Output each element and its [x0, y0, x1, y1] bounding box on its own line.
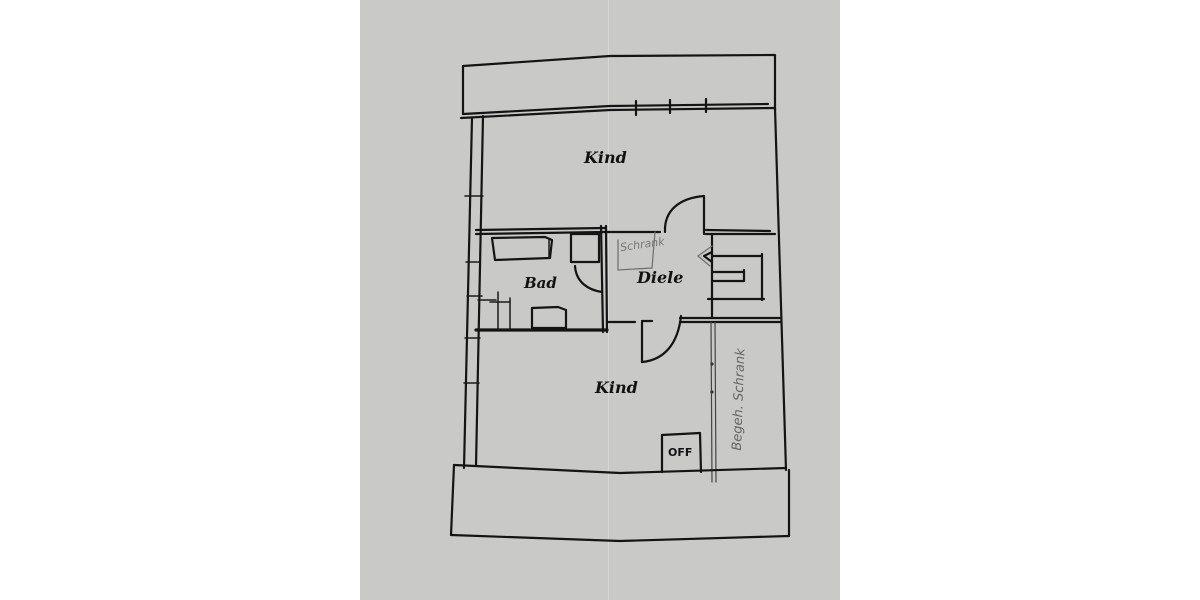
schrank-outline — [617, 231, 656, 271]
room-label-diele: Diele — [637, 268, 684, 287]
room-label-kind-bottom: Kind — [595, 378, 638, 397]
bottom-roof-band — [449, 463, 791, 543]
upper-partition — [474, 226, 777, 236]
off-box-label: OFF — [668, 446, 693, 459]
stair-arrow-icon — [702, 250, 714, 264]
lower-partition — [605, 316, 782, 324]
room-label-bad: Bad — [524, 274, 557, 292]
door-top — [663, 194, 706, 236]
stairwell — [697, 232, 766, 320]
right-wall — [773, 106, 788, 472]
top-roof-band — [459, 53, 777, 120]
room-label-kind-top: Kind — [584, 148, 627, 167]
door-bottom — [640, 314, 683, 364]
left-wall — [462, 114, 485, 470]
bathroom-walls — [474, 224, 609, 334]
off-box — [660, 431, 703, 474]
walk-in-closet-lines — [710, 321, 717, 483]
